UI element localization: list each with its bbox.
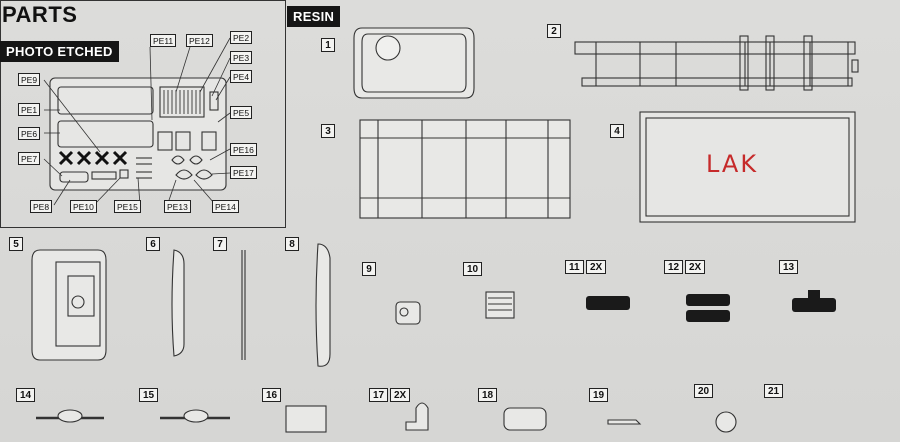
part-number-13: 13 (779, 260, 799, 274)
part-number-6: 6 (146, 237, 160, 251)
pe-label-4: PE4 (230, 70, 253, 83)
pe-label-3: PE3 (230, 51, 253, 64)
part-number-11: 11 (565, 260, 584, 274)
part-number-18: 18 (478, 388, 498, 402)
quantity-11: 2X (586, 260, 607, 274)
part-number-8: 8 (285, 237, 299, 251)
pe-label-14: PE14 (212, 200, 239, 213)
part-number-10: 10 (463, 262, 483, 276)
resin-heading: RESIN (287, 6, 341, 27)
pe-label-13: PE13 (164, 200, 191, 213)
pe-label-1: PE1 (18, 103, 41, 116)
photo-etched-heading: PHOTO ETCHED (0, 41, 119, 62)
quantity-12: 2X (685, 260, 706, 274)
pe-label-12: PE12 (186, 34, 213, 47)
pe-label-6: PE6 (18, 127, 41, 140)
part-number-12: 12 (664, 260, 684, 274)
part-number-21: 21 (764, 384, 784, 398)
pe-label-2: PE2 (230, 31, 253, 44)
part-number-5: 5 (9, 237, 23, 251)
pe-label-15: PE15 (114, 200, 141, 213)
part-number-4: 4 (610, 124, 624, 138)
part-number-16: 16 (262, 388, 282, 402)
part-number-17: 17 (369, 388, 389, 402)
pe-label-17: PE17 (230, 166, 257, 179)
pe-label-9: PE9 (18, 73, 41, 86)
photo-etched-panel (0, 0, 286, 228)
part-number-20: 20 (694, 384, 714, 398)
part-number-14: 14 (16, 388, 36, 402)
pe-label-7: PE7 (18, 152, 41, 165)
part-number-2: 2 (547, 24, 561, 38)
pe-label-10: PE10 (70, 200, 97, 213)
part-number-7: 7 (213, 237, 227, 251)
part-number-9: 9 (362, 262, 376, 276)
pe-label-5: PE5 (230, 106, 253, 119)
part-number-3: 3 (321, 124, 335, 138)
pe-label-8: PE8 (30, 200, 53, 213)
pe-label-16: PE16 (230, 143, 257, 156)
parts-heading: PARTS (2, 2, 78, 27)
pe-label-11: PE11 (150, 34, 177, 47)
part-number-19: 19 (589, 388, 609, 402)
part-number-1: 1 (321, 38, 335, 52)
handwritten-note: LAK (706, 150, 759, 178)
part-number-15: 15 (139, 388, 159, 402)
quantity-17: 2X (390, 388, 411, 402)
